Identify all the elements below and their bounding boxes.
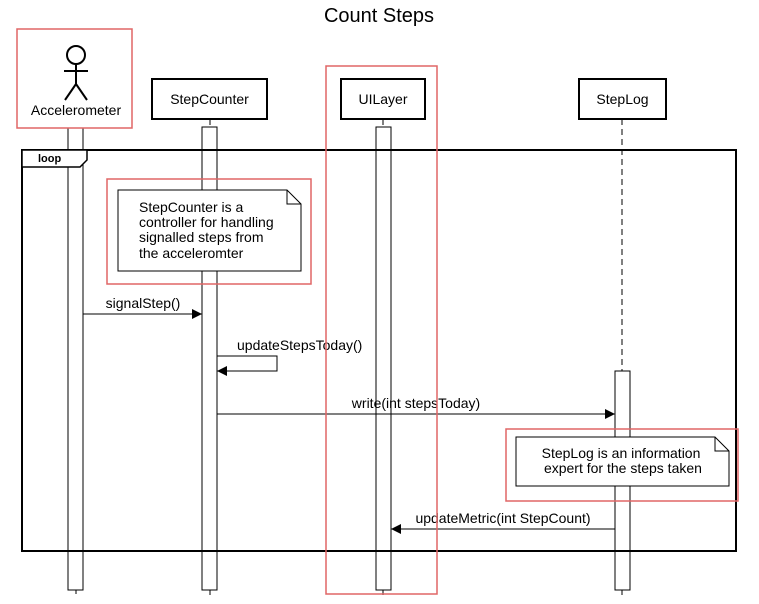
- participant-label: Accelerometer: [31, 102, 122, 118]
- participant-label: StepLog: [596, 91, 648, 107]
- message-update-steps-today: updateStepsToday(): [217, 337, 362, 376]
- loop-fragment: [21, 149, 737, 552]
- highlight-steplog-note-box: [505, 428, 739, 502]
- note-line: StepCounter is a: [139, 199, 243, 215]
- activation-uilayer: [375, 126, 392, 591]
- participant-stepcounter: StepCounter: [151, 78, 268, 120]
- message-label: updateMetric(int StepCount): [415, 510, 590, 526]
- message-label: signalStep(): [106, 295, 181, 311]
- activation-accelerometer: [67, 127, 84, 591]
- actor-stick-figure-icon: [64, 45, 88, 101]
- note-stepcounter: StepCounter is a controller for handling…: [117, 189, 302, 272]
- highlight-stepcounter-note-box: [106, 178, 312, 285]
- note-line: controller for handling: [139, 214, 274, 230]
- note-line: expert for the steps taken: [540, 460, 702, 476]
- note-line: signalled steps from: [139, 229, 264, 245]
- participant-accelerometer: Accelerometer: [17, 29, 132, 128]
- message-signal-step: signalStep(): [83, 295, 202, 319]
- message-write: write(int stepsToday): [217, 395, 615, 419]
- highlight-uilayer-box: [325, 65, 438, 595]
- participant-steplog: StepLog: [578, 78, 667, 120]
- note-line: the acceleromter: [139, 245, 244, 261]
- message-label: write(int stepsToday): [351, 395, 480, 411]
- message-label: updateStepsToday(): [237, 337, 362, 353]
- diagram-title: Count Steps: [324, 5, 434, 27]
- participant-label: UILayer: [358, 91, 407, 107]
- participant-uilayer: UILayer: [340, 78, 426, 120]
- loop-fragment-label: loop: [38, 153, 61, 165]
- loop-fragment-tab: [21, 149, 88, 168]
- note-steplog: StepLog is an information expert for the…: [515, 436, 730, 487]
- message-update-metric: updateMetric(int StepCount): [391, 510, 615, 534]
- highlight-accelerometer-box: [16, 28, 133, 129]
- note-line: StepLog is an information: [542, 445, 701, 461]
- participant-label: StepCounter: [170, 91, 249, 107]
